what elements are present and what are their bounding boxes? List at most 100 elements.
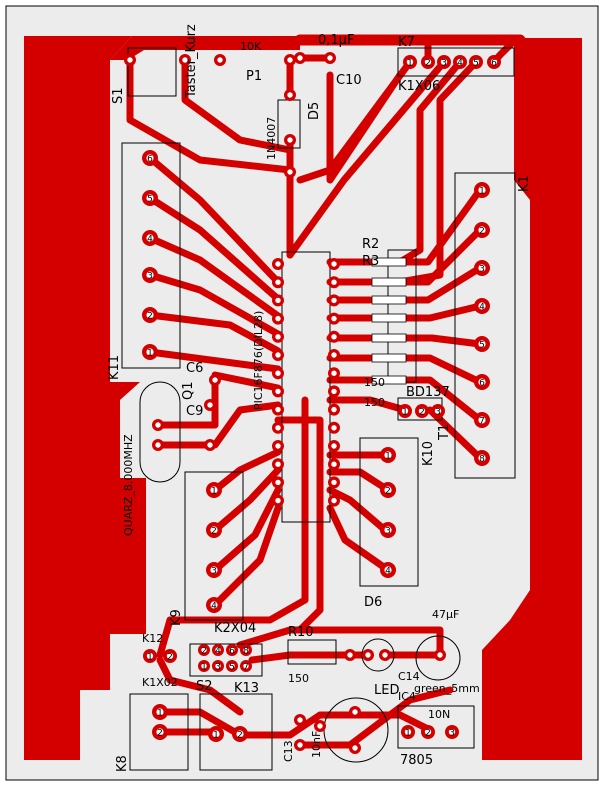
label-cap01: 0,1µF [318, 33, 354, 48]
pad-hole [275, 479, 281, 486]
pad-hole [327, 55, 333, 61]
pad-hole [478, 186, 486, 194]
pad-number: 3 [215, 663, 221, 673]
outline-k7 [397, 47, 515, 77]
outline-k1 [454, 172, 516, 479]
pad-hole [490, 58, 498, 66]
trace-k11-2 [146, 311, 282, 355]
trace-k11-6 [146, 154, 282, 286]
pad-hole [404, 728, 412, 736]
pad-number: 6 [147, 155, 153, 165]
board-outline [5, 5, 599, 781]
label-r3: R3 [362, 254, 379, 269]
pad-hole [287, 57, 293, 63]
pad-hole [210, 601, 218, 609]
pad-number: 1 [479, 187, 485, 197]
pad-hole [229, 647, 235, 653]
pad-hole [156, 708, 164, 716]
outline-k8 [129, 693, 189, 771]
outline-k13 [199, 693, 273, 771]
pad-hole [243, 647, 249, 653]
pad-number: 1 [201, 663, 207, 673]
pad-number: 2 [425, 729, 431, 739]
pad-hole [448, 728, 456, 736]
pic-pads [272, 258, 340, 507]
trace-k11-5 [146, 194, 282, 303]
outline-k9 [184, 471, 244, 621]
pad-number: 1 [213, 731, 219, 741]
pad-hole [437, 652, 443, 658]
pad-hole [243, 663, 249, 669]
pad-hole [440, 58, 448, 66]
pad-hole [275, 279, 281, 285]
pad-number: 4 [457, 59, 463, 69]
pad-hole [384, 566, 392, 574]
pad-hole [287, 137, 293, 143]
pad-hole [478, 302, 486, 310]
pad-hole [275, 461, 281, 467]
pad-number: 3 [435, 408, 441, 418]
pad-hole [331, 443, 337, 449]
pad-number: 2 [167, 653, 173, 663]
label-r10: R10 [288, 625, 314, 640]
pad-hole [275, 425, 281, 431]
label-quarz: QUARZ_8,000MHZ [122, 434, 135, 536]
pad-number: 5 [479, 341, 485, 351]
pad-hole [331, 479, 337, 486]
trace-k9-3 [211, 486, 282, 574]
label-150b: 150 [364, 396, 385, 409]
pad-hole [401, 407, 409, 415]
pad-hole [352, 709, 358, 715]
label-150a: 150 [364, 376, 385, 389]
outline-k11 [121, 142, 181, 369]
trace-vreg-in [236, 711, 434, 739]
pad-number: 7 [243, 663, 249, 673]
label-led: LED [374, 683, 399, 698]
resistor-bars [371, 257, 407, 385]
label-t1: T1 [437, 424, 452, 441]
trace-k11-4 [146, 234, 282, 320]
outline-k2x04 [189, 643, 263, 677]
pad-hole [331, 352, 337, 358]
pad-hole [297, 717, 303, 723]
pad-hole [275, 406, 281, 413]
pad-hole [297, 55, 303, 61]
pad-hole [478, 416, 486, 424]
pad-hole [210, 526, 218, 534]
pad-hole [217, 57, 223, 63]
pad-hole [210, 486, 218, 494]
trace-k10-3 [326, 486, 389, 534]
pad-hole [166, 652, 174, 660]
pad-hole [478, 454, 486, 462]
pad-hole [382, 652, 388, 658]
pad-number: 2 [385, 487, 391, 497]
label-taster: Taster_Kurz [184, 24, 199, 99]
label-k2x04: K2X04 [214, 621, 256, 636]
trace-k9-2 [211, 466, 282, 534]
pad-hole [365, 652, 371, 658]
label-c10: C10 [336, 73, 362, 88]
outline-r10 [287, 639, 337, 665]
pad-hole [287, 92, 293, 98]
label-s1: S1 [111, 87, 126, 104]
pad-number: 1 [405, 729, 411, 739]
pad-hole [201, 663, 207, 669]
pad-number: 1 [402, 408, 408, 418]
pad-number: 1 [211, 487, 217, 497]
pad-number: 3 [441, 59, 447, 69]
pad-hole [331, 297, 337, 304]
label-k1x02: K1X02 [142, 676, 178, 689]
pad-hole [155, 442, 161, 448]
pad-number: 4 [479, 303, 485, 313]
trace-r10-left [248, 651, 354, 664]
label-k9: K9 [169, 609, 184, 626]
pad-number: 3 [211, 567, 217, 577]
pad-number: 2 [201, 647, 207, 657]
label-c9: C9 [186, 404, 203, 419]
copper-pour-left [24, 36, 146, 760]
pad-number: 3 [385, 527, 391, 537]
pad-hole [317, 723, 323, 729]
label-r2: R2 [362, 237, 379, 252]
